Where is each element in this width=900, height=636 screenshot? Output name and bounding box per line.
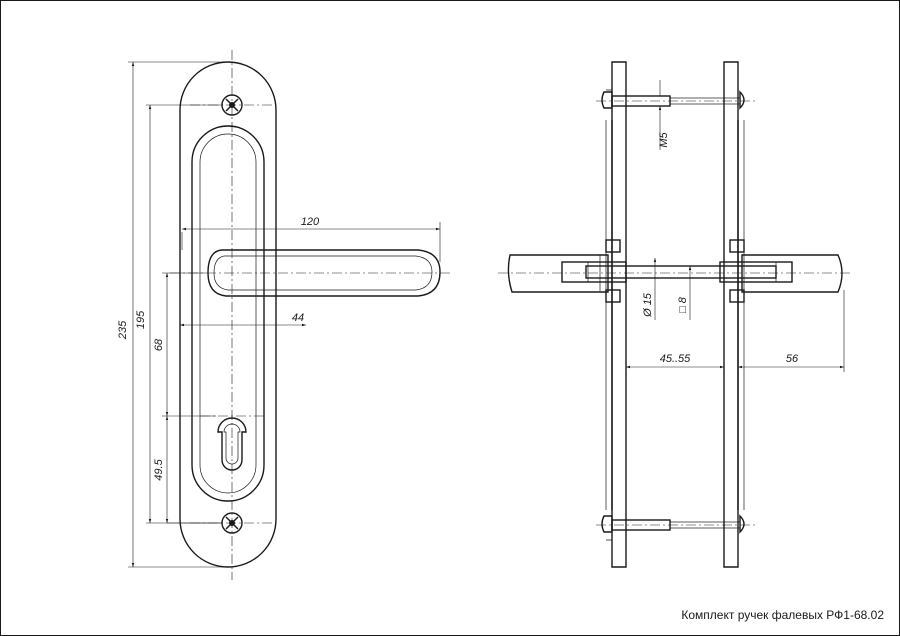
right-lever-section: [741, 254, 843, 293]
dim-label-56: 56: [786, 353, 799, 365]
spindle-bush-right: [719, 261, 793, 283]
right-plate-profile: [723, 61, 739, 568]
dim-label-44: 44: [292, 312, 304, 324]
spindle-bush-left: [561, 261, 627, 283]
drawing-caption: Комплект ручек фалевых РФ1-68.02: [681, 608, 884, 622]
inner-recess: [191, 125, 265, 502]
dim-label-49-5: 49.5: [153, 458, 165, 480]
front-view: 235 195 68 49.5 120 44: [117, 50, 450, 580]
dim-label-195: 195: [135, 310, 147, 329]
top-bolt: [601, 90, 745, 110]
dim-label-235: 235: [117, 320, 129, 340]
dim-label-sq8: □ 8: [677, 296, 689, 313]
left-plate-profile: [611, 61, 627, 568]
dim-label-120: 120: [301, 216, 320, 228]
left-lever-section: [507, 254, 609, 293]
lever-handle: [207, 249, 441, 297]
bottom-bolt: [601, 514, 745, 534]
dim-label-68: 68: [153, 338, 165, 351]
dim-label-phi15: Ø 15: [642, 292, 654, 318]
cylinder-keyhole-icon: [217, 417, 247, 471]
side-section-view: M5 Ø 15 □ 8 45..55 56: [498, 61, 850, 568]
escutcheon-plate: [179, 61, 277, 568]
dim-label-m5: M5: [658, 131, 670, 147]
square-spindle: [585, 265, 777, 279]
dim-label-45-55: 45..55: [660, 353, 691, 365]
